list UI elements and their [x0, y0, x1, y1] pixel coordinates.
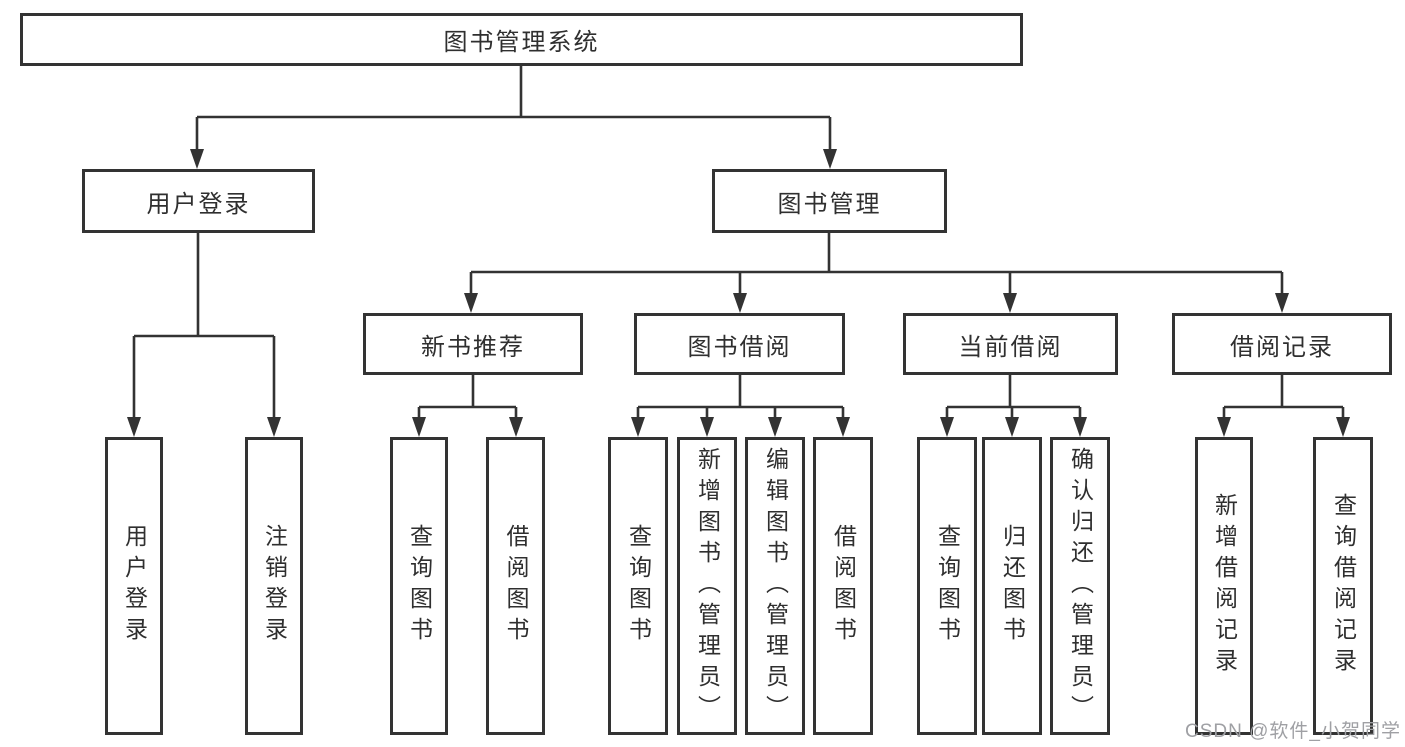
watermark: CSDN @软件_小贺同学: [1185, 721, 1401, 742]
leaf-user-login: 用户登录: [105, 437, 163, 735]
leaf-logout: 注销登录: [245, 437, 303, 735]
edge-root-to-level2: [195, 66, 832, 151]
leaf-bb-query-books: 查询图书: [608, 437, 668, 735]
node-library-management-system: 图书管理系统: [20, 13, 1023, 66]
node-user-login: 用户登录: [82, 169, 315, 233]
edge-current-borrow-to-leaves: [945, 375, 1082, 419]
leaf-cb-return-books: 归还图书: [982, 437, 1042, 735]
leaf-nb-query-books: 查询图书: [390, 437, 448, 735]
edge-book-management-to-level3: [469, 233, 1284, 295]
leaf-bb-add-books-admin: 新增图书（管理员）: [677, 437, 737, 735]
leaf-br-add-record: 新增借阅记录: [1195, 437, 1253, 735]
node-book-borrow: 图书借阅: [634, 313, 845, 375]
node-current-borrow: 当前借阅: [903, 313, 1118, 375]
leaf-nb-borrow-books: 借阅图书: [486, 437, 545, 735]
leaf-cb-query-books: 查询图书: [917, 437, 977, 735]
edge-book-borrow-to-leaves: [636, 375, 845, 419]
node-new-book-recommend: 新书推荐: [363, 313, 583, 375]
edge-user-login-to-leaves: [132, 233, 276, 419]
leaf-br-query-record: 查询借阅记录: [1313, 437, 1373, 735]
node-book-management: 图书管理: [712, 169, 947, 233]
leaf-bb-edit-books-admin: 编辑图书（管理员）: [745, 437, 805, 735]
node-borrow-records: 借阅记录: [1172, 313, 1392, 375]
leaf-bb-borrow-books: 借阅图书: [813, 437, 873, 735]
edge-new-book-recommend-to-leaves: [417, 375, 518, 419]
edge-borrow-records-to-leaves: [1222, 375, 1345, 419]
leaf-cb-confirm-return-admin: 确认归还（管理员）: [1050, 437, 1110, 735]
